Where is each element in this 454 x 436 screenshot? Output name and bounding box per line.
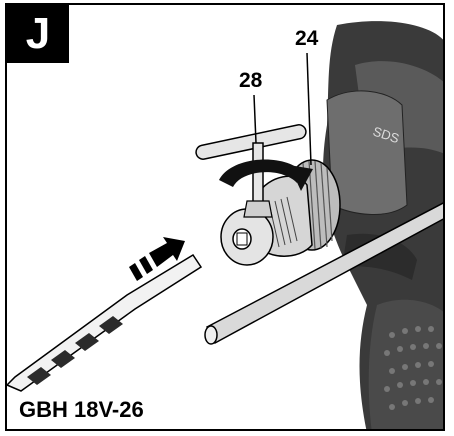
- chuck-key: [195, 124, 307, 218]
- drill-housing: SDS: [323, 21, 443, 429]
- figure-label: J: [7, 5, 69, 63]
- callout-28: 28: [239, 69, 263, 92]
- model-name: GBH 18V-26: [19, 397, 144, 422]
- double-arrow-right-icon: [129, 237, 185, 281]
- figure-frame: SDS: [5, 3, 445, 431]
- rotation-arrow-icon: [219, 159, 313, 191]
- drill-bit: [7, 253, 203, 392]
- callout-24-leader: [306, 52, 312, 166]
- callout-24: 24: [295, 27, 319, 50]
- depth-stop-rod: [204, 202, 443, 345]
- key-chuck: [220, 175, 313, 266]
- callout-28-leader: [253, 94, 257, 144]
- drill-illustration: SDS: [7, 21, 443, 429]
